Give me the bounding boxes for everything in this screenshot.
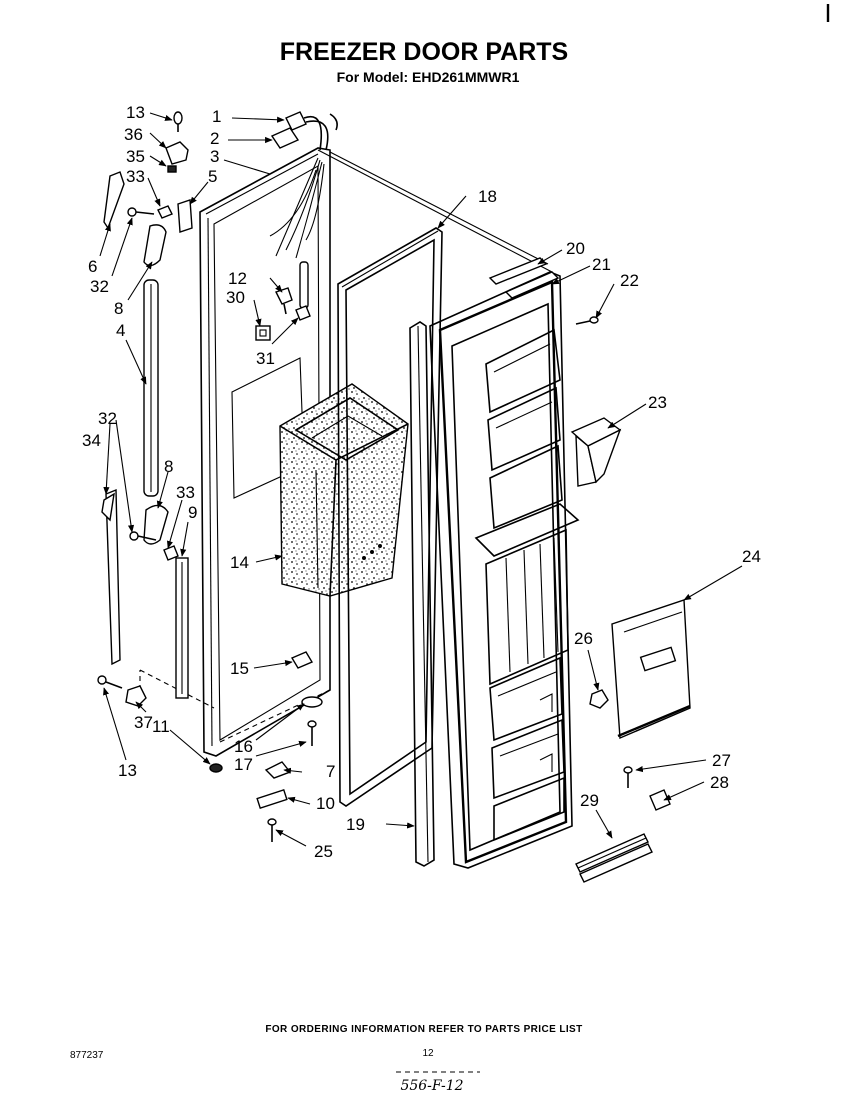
breaker-strip (409, 321, 435, 867)
handle-end-cap-lower (143, 504, 169, 545)
hinge-cover-top (103, 171, 125, 230)
screw-13-top (173, 111, 183, 132)
top-hinge (165, 141, 189, 165)
hinge-nut (167, 165, 177, 173)
callout-9: 9 (188, 503, 197, 522)
callout-12: 12 (228, 269, 247, 288)
page-number: 12 (422, 1048, 434, 1059)
handle-end-cap-upper (143, 224, 167, 267)
callout-32-lower: 32 (98, 409, 117, 428)
foam-insulation-block (279, 383, 409, 597)
bottom-bracket (290, 651, 314, 669)
callout-15: 15 (230, 659, 249, 678)
callout-37: 37 (134, 713, 153, 732)
callout-2: 2 (210, 129, 219, 148)
callout-14: 14 (230, 553, 249, 572)
wire-harness-connector (285, 111, 338, 151)
hinge-bracket-5 (177, 199, 193, 233)
handwritten-note: 556-F-12 (400, 1078, 463, 1094)
callout-31: 31 (256, 349, 275, 368)
callout-13-lower: 13 (118, 761, 137, 780)
callout-3: 3 (210, 147, 219, 166)
screw-13-lower (97, 675, 123, 689)
callout-numbers: 13 36 35 33 5 6 32 8 4 1 2 3 12 30 31 18… (82, 103, 761, 861)
heater-tube (299, 261, 309, 309)
screw-32-upper (127, 207, 155, 217)
callout-11: 11 (152, 717, 170, 736)
callout-22: 22 (620, 271, 639, 290)
callout-23: 23 (648, 393, 667, 412)
wire-bundle (269, 157, 325, 259)
door-liner (429, 271, 580, 869)
callout-35: 35 (126, 147, 145, 166)
hinge-pin-cap (301, 696, 323, 708)
document-number: 877237 (70, 1050, 104, 1061)
closer-plate (256, 789, 288, 809)
callout-1: 1 (212, 107, 221, 126)
callout-25: 25 (314, 842, 333, 861)
door-stop-bumper (209, 763, 223, 773)
callout-21: 21 (592, 255, 611, 274)
callout-26: 26 (574, 629, 593, 648)
handle-trim-lower (105, 488, 121, 666)
callout-33-top: 33 (126, 167, 145, 186)
door-outer-panel (139, 147, 553, 757)
callout-32-top: 32 (90, 277, 109, 296)
callout-17: 17 (234, 755, 253, 774)
lower-hinge (125, 685, 147, 707)
callout-8-lower: 8 (164, 457, 173, 476)
panel-clip (255, 325, 271, 341)
hinge-spacer-upper (157, 205, 173, 219)
callout-28: 28 (710, 773, 729, 792)
callout-18: 18 (478, 187, 497, 206)
callout-33-lower: 33 (176, 483, 195, 502)
callout-10: 10 (316, 794, 335, 813)
door-switch (270, 127, 300, 149)
ordering-note: FOR ORDERING INFORMATION REFER TO PARTS … (265, 1024, 582, 1035)
callout-24: 24 (742, 547, 761, 566)
screw-22 (575, 316, 599, 325)
callout-5: 5 (208, 167, 217, 186)
pad-strips (575, 833, 653, 883)
callout-34: 34 (82, 431, 101, 450)
callout-30: 30 (226, 288, 245, 307)
screw-25 (267, 818, 277, 842)
screw-17 (307, 720, 317, 746)
callout-36: 36 (124, 125, 143, 144)
callout-19: 19 (346, 815, 365, 834)
callout-27: 27 (712, 751, 731, 770)
dispenser-panel (611, 599, 691, 740)
page-title: FREEZER DOOR PARTS (280, 38, 568, 66)
callout-13-top: 13 (126, 103, 145, 122)
panel-nut (589, 689, 609, 709)
callout-20: 20 (566, 239, 585, 258)
top-trim-21 (504, 271, 560, 299)
callout-4: 4 (116, 321, 125, 340)
wire-clip (295, 305, 311, 321)
heater-connector (275, 287, 293, 315)
callout-7: 7 (326, 762, 335, 781)
callout-16: 16 (234, 737, 253, 756)
leader-lines (99, 112, 743, 847)
hinge-clip-28 (649, 789, 671, 811)
top-trim-20 (488, 257, 548, 285)
callout-29: 29 (580, 791, 599, 810)
ice-chute (570, 417, 622, 487)
callout-6: 6 (88, 257, 97, 276)
callout-8-top: 8 (114, 299, 123, 318)
model-subtitle: For Model: EHD261MMWR1 (337, 69, 520, 85)
screw-27 (623, 766, 633, 788)
